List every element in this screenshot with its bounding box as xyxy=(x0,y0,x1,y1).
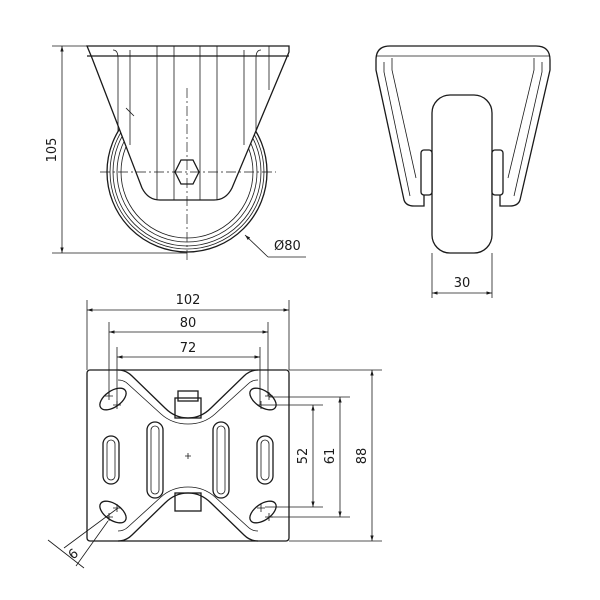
dim-bolt-outer-x: 80 xyxy=(180,316,197,331)
dim-bolt-outer-y: 61 xyxy=(323,448,338,465)
dim-bolt-inner-y: 52 xyxy=(296,448,311,465)
plate-view: 102 80 72 52 61 88 9 xyxy=(47,293,382,569)
dim-slot-width: 9 xyxy=(64,544,80,561)
side-view: 105 Ø80 xyxy=(45,45,306,262)
fork xyxy=(86,45,290,201)
dim-plate-length: 88 xyxy=(355,448,370,465)
dim-overall-height: 105 xyxy=(45,138,60,163)
dim-plate-width: 102 xyxy=(176,293,201,308)
hole-centres xyxy=(105,392,273,521)
dim-bolt-inner-x: 72 xyxy=(180,341,197,356)
front-wheel xyxy=(431,94,493,254)
dim-wheel-diameter: Ø80 xyxy=(274,239,301,254)
dim-wheel-width: 30 xyxy=(454,276,471,291)
front-view: 30 xyxy=(375,45,551,298)
